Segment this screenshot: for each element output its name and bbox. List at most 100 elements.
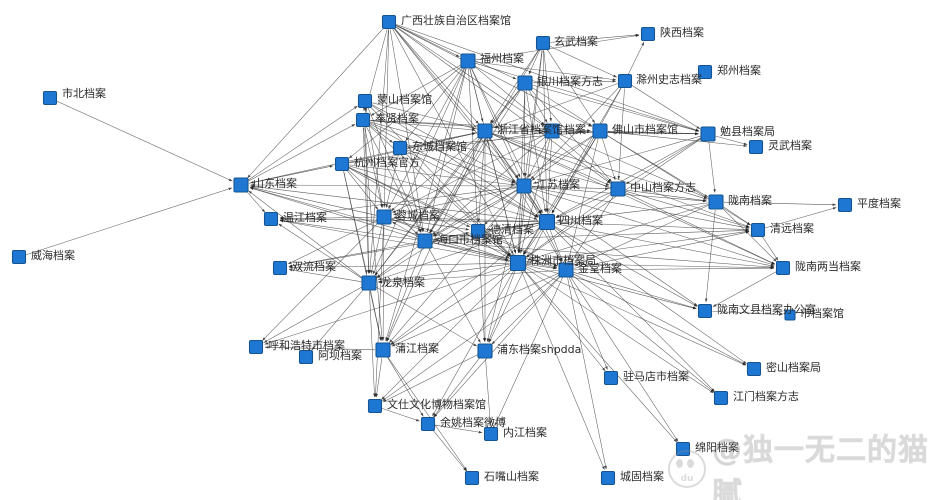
graph-edge: [348, 167, 510, 259]
graph-node[interactable]: [713, 390, 729, 406]
graph-edge: [364, 108, 371, 274]
graph-edge: [489, 49, 540, 124]
graph-node[interactable]: [748, 139, 764, 155]
graph-edge: [382, 408, 420, 422]
graph-node[interactable]: [784, 309, 796, 321]
graph-node[interactable]: [746, 361, 762, 377]
graph-edge: [369, 290, 376, 398]
graph-node[interactable]: [376, 209, 392, 225]
graph-edge: [370, 121, 609, 187]
graph-edge: [532, 79, 617, 84]
graph-node[interactable]: [298, 349, 314, 365]
graph-node[interactable]: [700, 126, 716, 142]
graph-edge: [406, 151, 539, 218]
graph-node[interactable]: [697, 303, 713, 319]
graph-edge: [396, 24, 700, 132]
graph-edge: [278, 223, 363, 279]
graph-edge: [372, 102, 476, 130]
graph-edge: [574, 205, 709, 267]
graph-node[interactable]: [617, 73, 633, 89]
graph-node[interactable]: [381, 14, 397, 30]
graph-edge: [606, 134, 751, 226]
graph-node[interactable]: [603, 370, 619, 386]
graph-edge: [625, 189, 707, 202]
graph-edge: [395, 25, 545, 126]
graph-edge: [375, 286, 477, 347]
graph-edge: [263, 286, 363, 343]
graph-edge: [475, 34, 640, 61]
graph-edge: [531, 187, 750, 229]
graph-node[interactable]: [477, 343, 493, 359]
graph-edge: [523, 269, 678, 443]
graph-edge: [525, 193, 612, 258]
graph-node[interactable]: [367, 398, 383, 414]
graph-edge: [573, 231, 750, 269]
graph-edge: [468, 68, 486, 342]
graph-edge: [429, 89, 521, 234]
graph-node[interactable]: [675, 441, 691, 457]
graph-node[interactable]: [775, 260, 791, 276]
graph-edge: [475, 63, 700, 132]
graph-node[interactable]: [517, 75, 533, 91]
graph-node[interactable]: [11, 249, 27, 265]
graph-node[interactable]: [516, 178, 532, 194]
graph-edge: [531, 87, 593, 127]
graph-edge: [311, 288, 365, 351]
graph-edge: [517, 90, 525, 254]
graph-node[interactable]: [697, 64, 713, 80]
graph-node[interactable]: [420, 416, 436, 432]
graph-edge: [391, 219, 509, 261]
graph-node[interactable]: [233, 177, 249, 193]
graph-node[interactable]: [837, 197, 853, 213]
graph-edge: [473, 65, 545, 126]
graph-node[interactable]: [477, 123, 493, 139]
graph-edge: [521, 270, 605, 470]
graph-edge: [371, 104, 516, 182]
graph-edge: [288, 242, 418, 268]
graph-node[interactable]: [361, 275, 377, 291]
graph-edge: [555, 222, 750, 231]
graph-node[interactable]: [708, 194, 724, 210]
graph-node[interactable]: [750, 222, 766, 238]
graph-node[interactable]: [538, 213, 556, 231]
graph-edge: [393, 27, 519, 179]
graph-node[interactable]: [42, 90, 58, 106]
graph-node[interactable]: [464, 470, 480, 486]
graph-edge: [625, 137, 702, 185]
graph-edge: [343, 171, 382, 341]
graph-edge: [382, 29, 390, 208]
graph-node[interactable]: [417, 233, 433, 249]
graph-node[interactable]: [248, 339, 264, 355]
graph-node[interactable]: [357, 93, 373, 109]
graph-edge: [485, 358, 492, 426]
graph-node[interactable]: [544, 123, 560, 139]
graph-node[interactable]: [600, 470, 616, 486]
graph-edge: [395, 24, 517, 80]
graph-node[interactable]: [355, 112, 371, 128]
graph-node[interactable]: [592, 123, 608, 139]
graph-edge: [391, 135, 480, 212]
graph-node[interactable]: [375, 342, 391, 358]
edge-layer: [26, 24, 837, 472]
graph-edge: [288, 223, 539, 268]
graph-node[interactable]: [640, 26, 656, 42]
graph-node[interactable]: [483, 426, 499, 442]
graph-node[interactable]: [558, 262, 574, 278]
graph-edge: [249, 187, 418, 239]
graph-edge: [371, 104, 539, 217]
graph-node[interactable]: [334, 156, 350, 172]
graph-node[interactable]: [272, 260, 288, 276]
graph-node[interactable]: [392, 140, 408, 156]
graph-edge: [617, 88, 625, 180]
graph-node[interactable]: [460, 53, 476, 69]
graph-node[interactable]: [535, 35, 551, 51]
graph-edge: [553, 226, 747, 365]
graph-node[interactable]: [610, 181, 626, 197]
graph-edge: [348, 167, 471, 228]
graph-edge: [432, 242, 509, 262]
graph-node[interactable]: [470, 223, 486, 239]
graph-node[interactable]: [263, 211, 279, 227]
graph-edge: [346, 169, 379, 210]
graph-node[interactable]: [509, 254, 527, 272]
graph-edge: [432, 232, 470, 240]
